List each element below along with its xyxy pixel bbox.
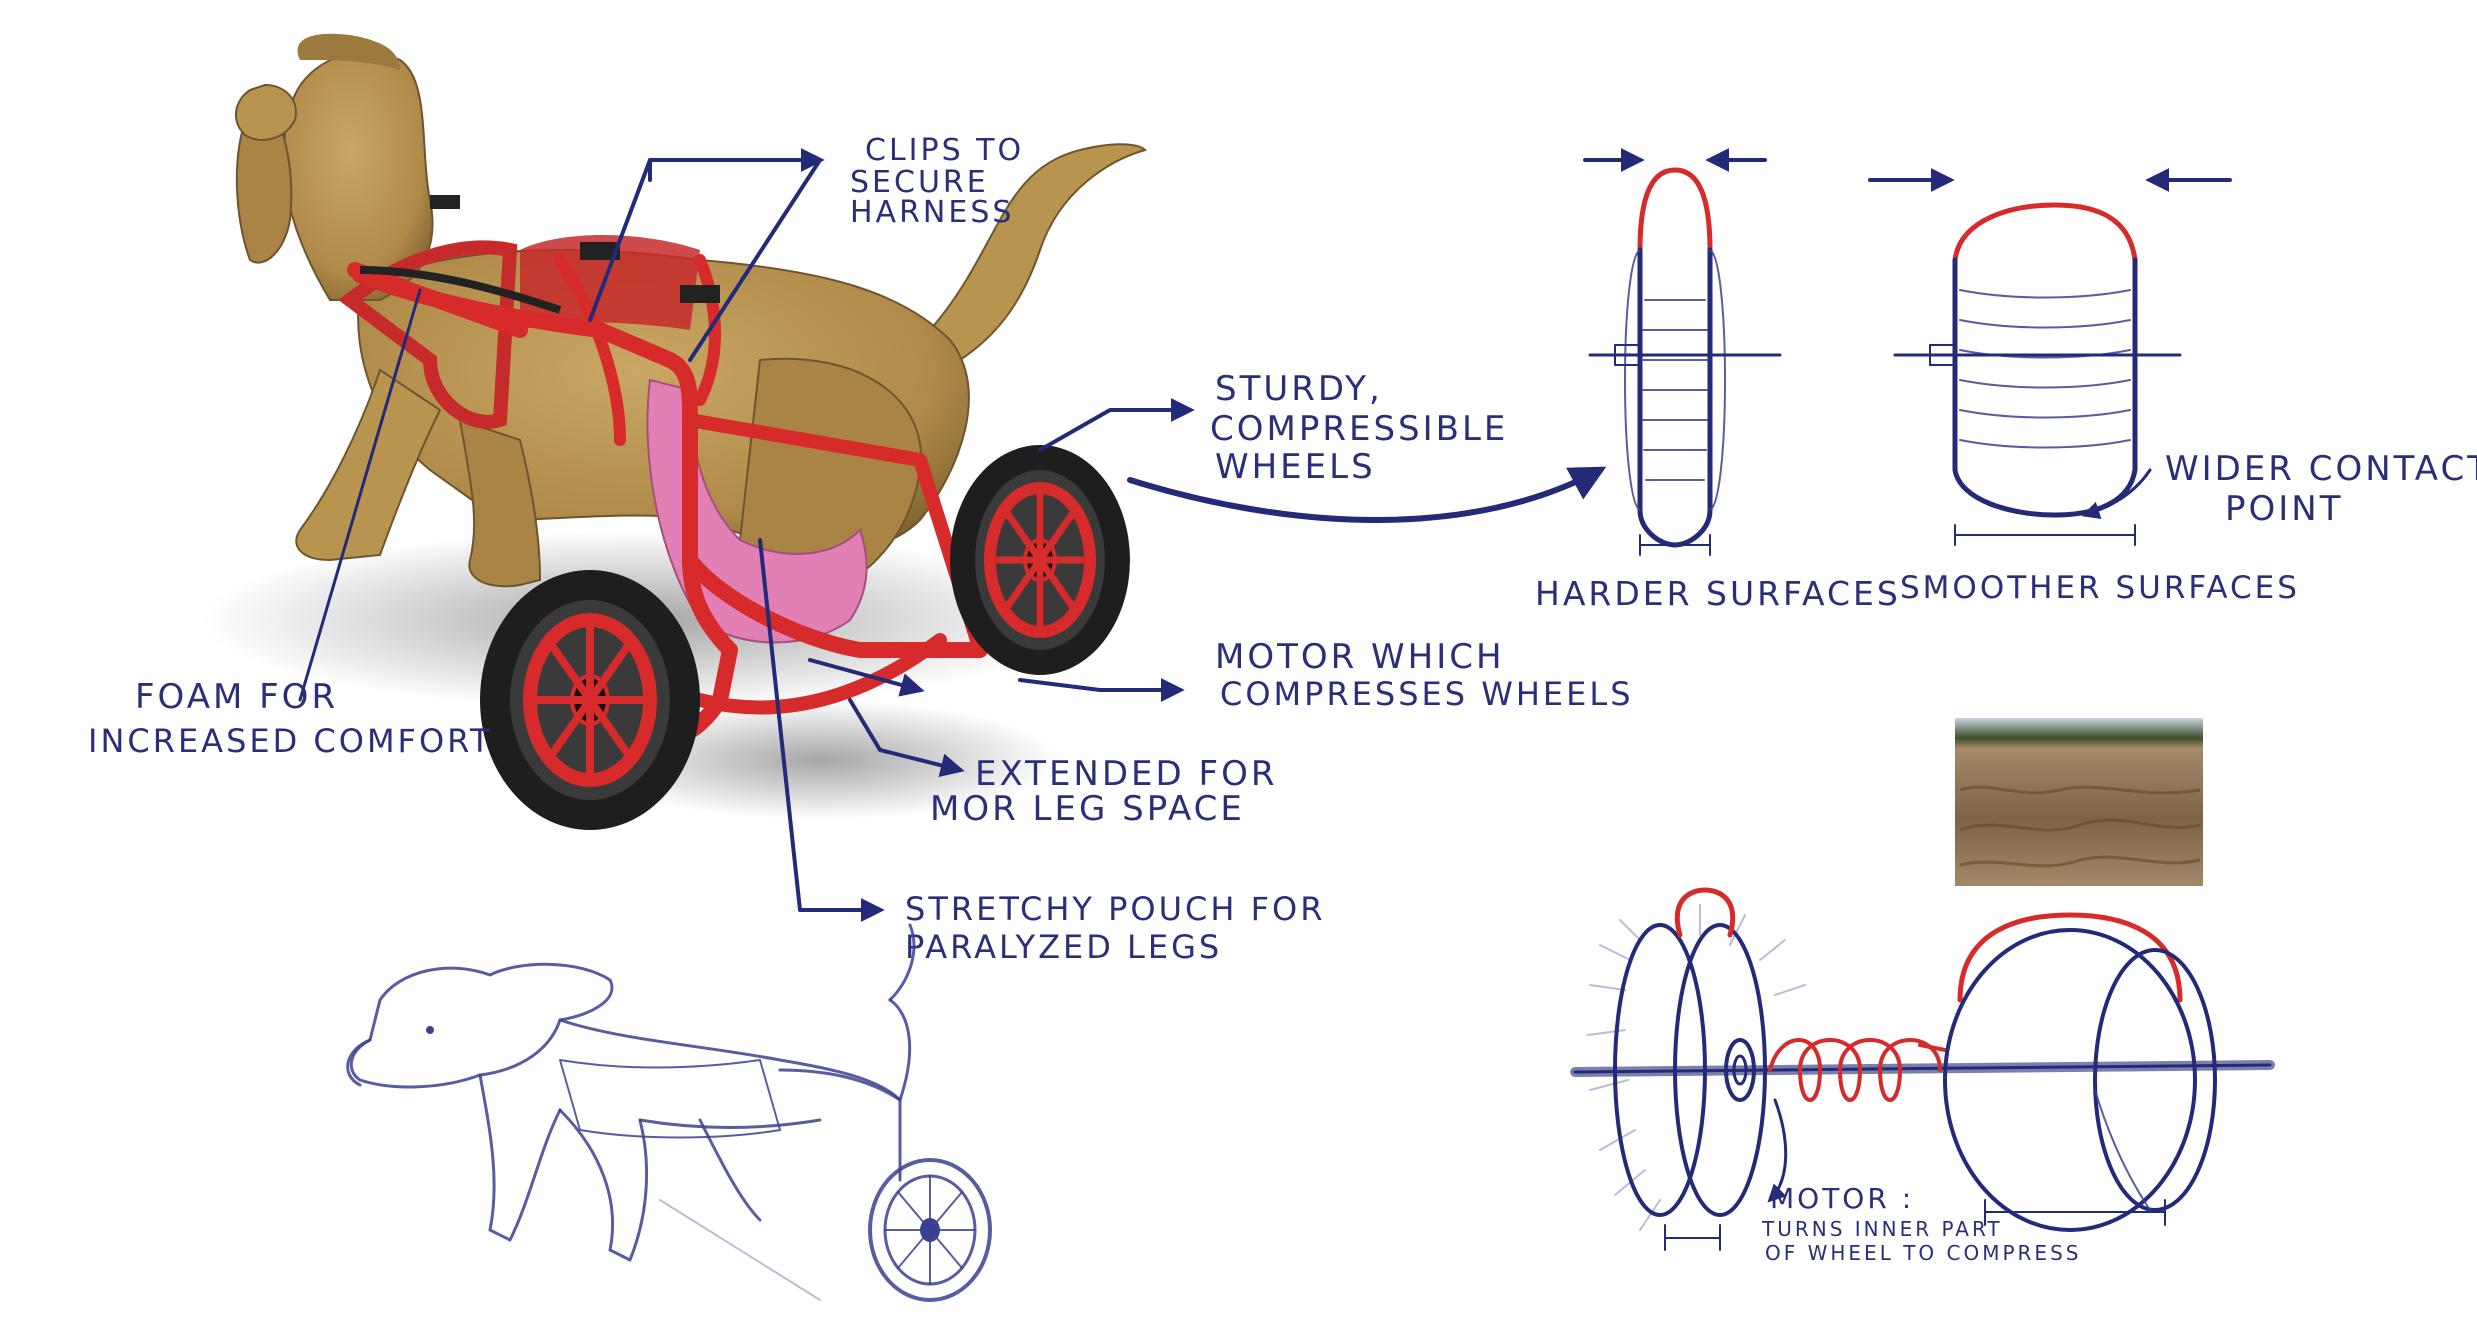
annotation-leaders xyxy=(298,148,1607,922)
wheels-label-line1: STURDY, xyxy=(1215,369,1383,409)
rendered-wheel-front xyxy=(480,570,700,830)
motor-label-line1: MOTOR WHICH xyxy=(1215,637,1505,677)
clips-label-line2: SECURE xyxy=(850,165,989,200)
motor-detail-title: MOTOR : xyxy=(1770,1182,1914,1215)
rendered-dog-wheelchair xyxy=(200,33,1147,830)
extended-label-line2: MOR LEG SPACE xyxy=(930,789,1245,829)
smoother-surfaces-label: SMOOTHER SURFACES xyxy=(1900,570,2300,606)
wheels-label-line3: WHEELS xyxy=(1215,447,1376,487)
rendered-wheel-rear xyxy=(950,445,1130,675)
pouch-label-line2: PARALYZED LEGS xyxy=(905,928,1222,966)
sketch-dog-wheelchair xyxy=(346,923,992,1302)
motor-label-line2: COMPRESSES WHEELS xyxy=(1220,675,1634,713)
wheel-diagram-harder xyxy=(1583,148,1782,556)
foam-label-line1: FOAM FOR xyxy=(135,677,338,717)
motor-mechanism-diagram xyxy=(1570,887,2275,1251)
pouch-label-line1: STRETCHY POUCH FOR xyxy=(905,890,1325,928)
wheel-diagram-smoother xyxy=(1868,168,2232,546)
motor-detail-line2: OF WHEEL TO COMPRESS xyxy=(1765,1241,2081,1265)
wheels-label-line2: COMPRESSIBLE xyxy=(1210,409,1508,449)
clips-label-line1: CLIPS TO xyxy=(865,133,1024,168)
clips-label-line3: HARNESS xyxy=(850,195,1014,230)
foam-label-line2: INCREASED COMFORT xyxy=(88,722,493,760)
harder-surfaces-label: HARDER SURFACES xyxy=(1535,574,1901,613)
extended-label-line1: EXTENDED FOR xyxy=(975,754,1277,794)
wider-contact-label-line2: POINT xyxy=(2225,489,2344,529)
wider-contact-label-line1: WIDER CONTACT xyxy=(2165,449,2477,489)
motor-detail-line1: TURNS INNER PART xyxy=(1761,1217,2003,1241)
sand-terrain-photo xyxy=(1955,718,2203,886)
